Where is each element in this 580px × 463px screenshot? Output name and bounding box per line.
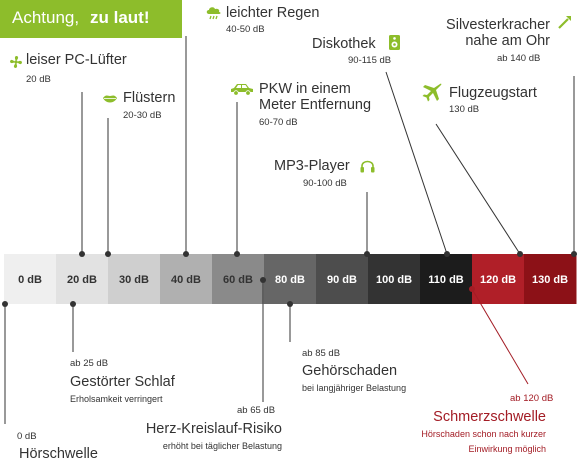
dot-car bbox=[234, 251, 240, 257]
pain-value: ab 120 dB bbox=[510, 393, 554, 404]
scale-segment bbox=[368, 254, 421, 304]
pain-name: Schmerzschwelle bbox=[433, 409, 546, 425]
heart-value: ab 65 dB bbox=[237, 405, 276, 416]
scale-segment bbox=[264, 254, 317, 304]
title-text-normal: Achtung, bbox=[12, 8, 80, 27]
connector-dots bbox=[2, 251, 577, 307]
scale-segment bbox=[108, 254, 161, 304]
whisper-name: Flüstern bbox=[123, 90, 176, 106]
dot-firework bbox=[571, 251, 577, 257]
scale-segment bbox=[212, 254, 265, 304]
dot-heart bbox=[260, 277, 266, 283]
hearing-desc: bei langjähriger Belastung bbox=[302, 383, 407, 393]
sleep-value: ab 25 dB bbox=[70, 358, 109, 369]
rain-cloud-icon bbox=[206, 7, 221, 20]
hearing-name: Gehörschaden bbox=[302, 363, 398, 379]
scale-segment-label: 100 dB bbox=[376, 274, 412, 286]
connector-pain bbox=[471, 288, 529, 385]
plane-range: 130 dB bbox=[449, 104, 480, 115]
headphones-icon bbox=[360, 160, 375, 173]
car-name-line1: PKW in einem bbox=[259, 81, 351, 97]
mp3-name: MP3-Player bbox=[274, 158, 350, 174]
scale-segment bbox=[160, 254, 213, 304]
scale-segment bbox=[316, 254, 369, 304]
firework-range: ab 140 dB bbox=[497, 53, 541, 64]
dot-whisper bbox=[105, 251, 111, 257]
title-text-bold: zu laut! bbox=[90, 8, 150, 27]
scale-segment bbox=[4, 254, 57, 304]
scale-segment bbox=[524, 254, 577, 304]
dot-threshold bbox=[2, 301, 8, 307]
car-name-line2: Meter Entfernung bbox=[259, 97, 372, 113]
pain-desc-line1: Hörschaden schon nach kurzer bbox=[421, 429, 546, 439]
scale-segment-label: 20 dB bbox=[67, 274, 97, 286]
scale-segment-label: 110 dB bbox=[428, 274, 464, 286]
scale-segment-label: 0 dB bbox=[18, 274, 42, 286]
car-range: 60-70 dB bbox=[259, 117, 298, 128]
pc-fan-name: leiser PC-Lüfter bbox=[26, 52, 127, 68]
mp3-range: 90-100 dB bbox=[303, 178, 347, 189]
scale-segment-label: 40 dB bbox=[171, 274, 201, 286]
scale-segment bbox=[56, 254, 109, 304]
dot-hearing bbox=[287, 301, 293, 307]
heart-name: Herz-Kreislauf-Risiko bbox=[145, 421, 282, 437]
scale-segment-label: 60 dB bbox=[223, 274, 253, 286]
dot-disco bbox=[444, 251, 450, 257]
light-rain-name: leichter Regen bbox=[226, 5, 320, 21]
scale-segment-label: 120 dB bbox=[480, 274, 516, 286]
dot-pc bbox=[79, 251, 85, 257]
decibel-scale-bar: 0 dB 20 dB 30 dB 40 dB 60 dB 80 dB 90 dB 100 dB… bbox=[4, 254, 577, 304]
speaker-icon bbox=[389, 35, 400, 50]
heart-desc: erhöht bei täglicher Belastung bbox=[162, 441, 282, 451]
car-icon bbox=[231, 84, 253, 96]
light-rain-range: 40-50 dB bbox=[226, 24, 265, 35]
lips-icon bbox=[103, 95, 117, 103]
whisper-range: 20-30 dB bbox=[123, 110, 162, 121]
plane-name: Flugzeugstart bbox=[449, 85, 537, 101]
threshold-value: 0 dB bbox=[17, 431, 37, 442]
dot-rain bbox=[183, 251, 189, 257]
firework-name-line2: nahe am Ohr bbox=[465, 33, 550, 49]
pc-fan-range: 20 dB bbox=[26, 74, 51, 85]
connector-plane bbox=[435, 123, 521, 255]
dot-plane bbox=[517, 251, 523, 257]
dot-pain bbox=[469, 286, 475, 292]
firework-icon bbox=[558, 16, 571, 29]
scale-segment-label: 30 dB bbox=[119, 274, 149, 286]
sleep-desc: Erholsamkeit verringert bbox=[70, 394, 163, 404]
title-badge: Achtung, zu laut! bbox=[0, 0, 182, 38]
sleep-name: Gestörter Schlaf bbox=[70, 374, 175, 390]
scale-segment bbox=[420, 254, 473, 304]
pain-desc-line2: Einwirkung möglich bbox=[468, 444, 546, 454]
connector-lines bbox=[4, 36, 575, 424]
disco-name: Diskothek bbox=[312, 36, 376, 52]
connector-disco bbox=[385, 71, 448, 255]
scale-segment-label: 80 dB bbox=[275, 274, 305, 286]
disco-range: 90-115 dB bbox=[348, 55, 392, 66]
dot-mp3 bbox=[364, 251, 370, 257]
firework-name-line1: Silvesterkracher bbox=[446, 17, 550, 33]
scale-segment bbox=[472, 254, 525, 304]
fan-icon bbox=[10, 56, 22, 68]
scale-segment-label: 130 dB bbox=[532, 274, 568, 286]
hearing-value: ab 85 dB bbox=[302, 348, 341, 359]
dot-sleep bbox=[70, 301, 76, 307]
scale-segment-label: 90 dB bbox=[327, 274, 357, 286]
threshold-name: Hörschwelle bbox=[19, 446, 98, 462]
airplane-icon bbox=[422, 83, 442, 102]
